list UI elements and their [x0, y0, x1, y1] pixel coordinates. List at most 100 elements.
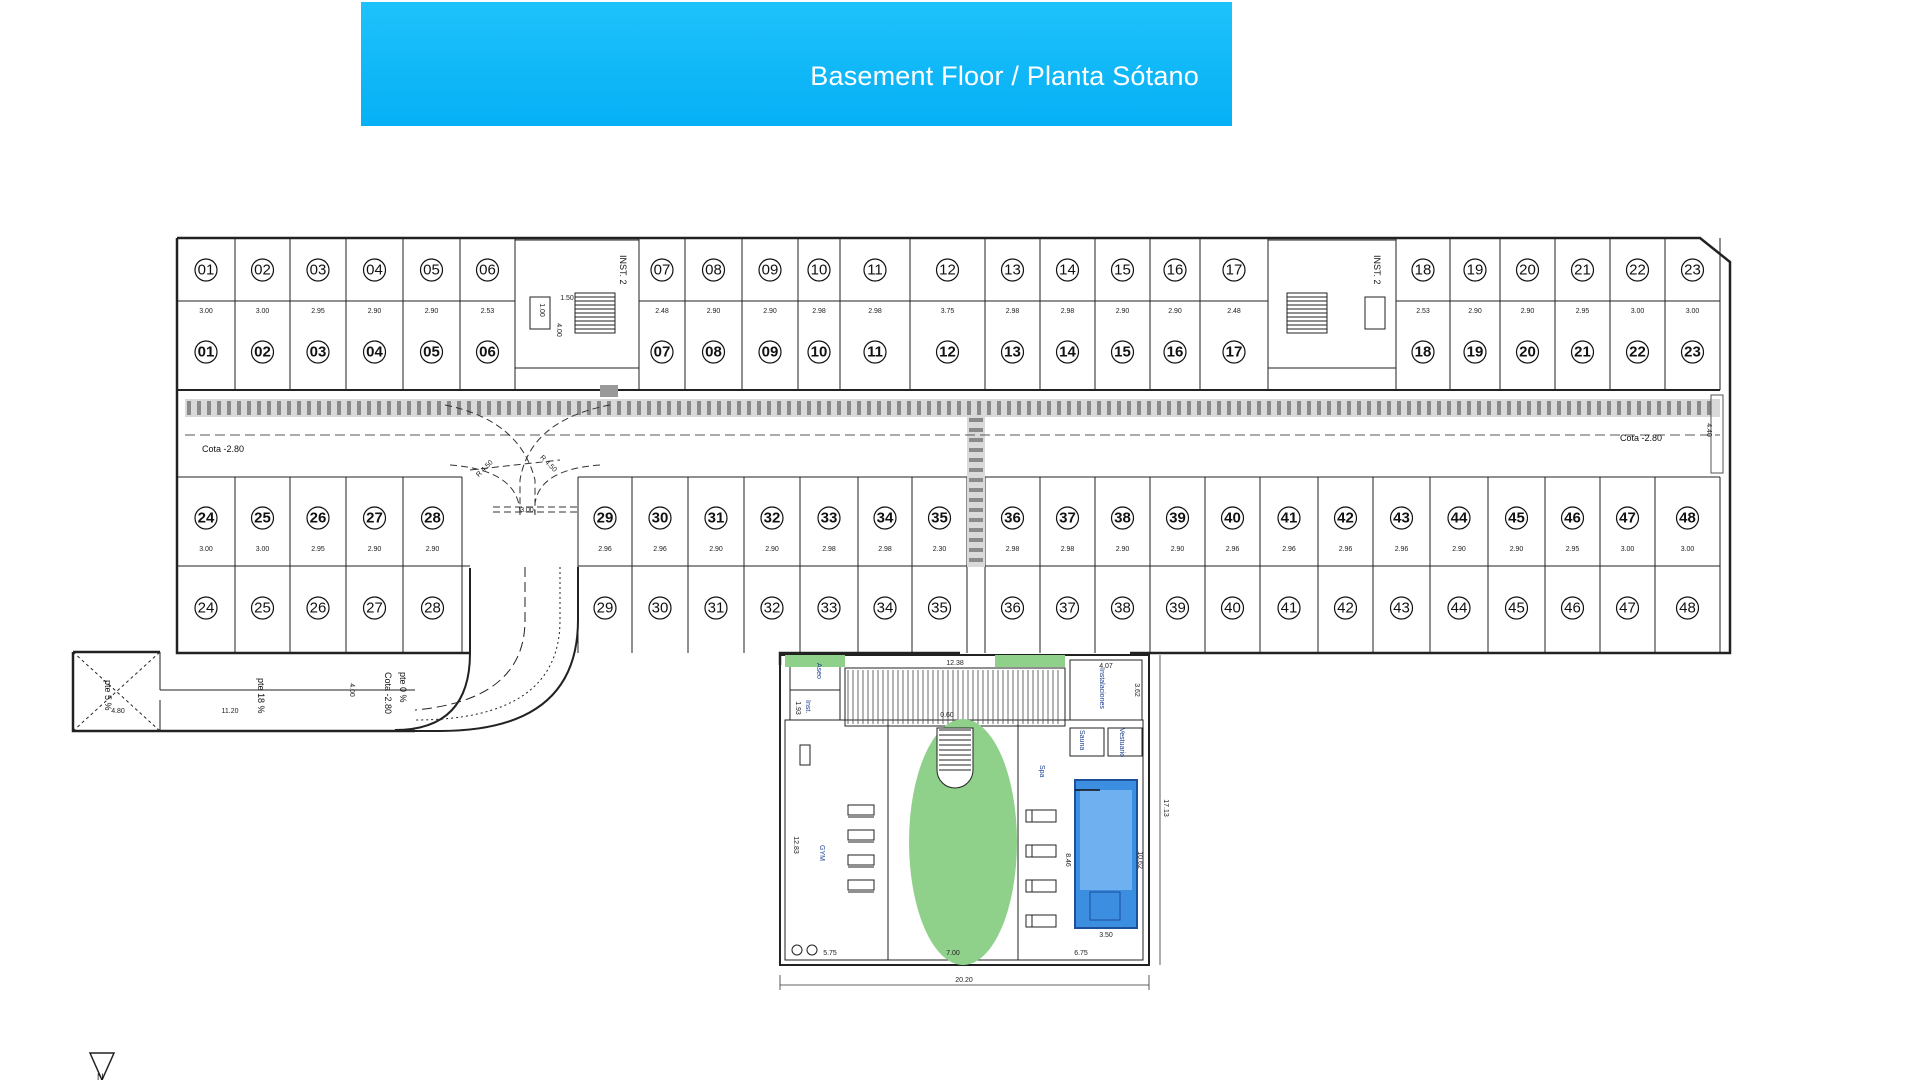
storage-number-34: 34 [873, 596, 897, 620]
top-width-05: 2.90 [425, 308, 439, 315]
svg-text:17: 17 [1226, 344, 1243, 361]
top-width-08: 2.90 [707, 308, 721, 315]
svg-text:26: 26 [310, 510, 327, 527]
svg-text:01: 01 [198, 344, 215, 361]
svg-text:43: 43 [1393, 510, 1410, 527]
svg-text:40: 40 [1224, 510, 1241, 527]
storage-number-21: 21 [1570, 258, 1595, 282]
storage-number-11: 11 [863, 258, 887, 282]
svg-text:20: 20 [1519, 344, 1536, 361]
cota-right: Cota -2.80 [1620, 433, 1662, 443]
storage-number-04: 04 [362, 340, 387, 364]
garden-strip-left [785, 655, 845, 667]
svg-text:36: 36 [1004, 600, 1021, 617]
storage-number-09: 09 [758, 258, 782, 282]
svg-text:28: 28 [424, 510, 441, 527]
storage-number-22: 22 [1625, 340, 1650, 364]
storage-number-33: 33 [817, 596, 841, 620]
storage-number-16: 16 [1163, 340, 1187, 364]
storage-number-48: 48 [1675, 506, 1700, 530]
svg-text:17: 17 [1226, 262, 1243, 279]
storage-number-36: 36 [1000, 596, 1025, 620]
dim-amenity-width: 20.20 [955, 977, 973, 984]
storage-number-38: 38 [1110, 506, 1135, 530]
top-width-15: 2.90 [1116, 308, 1130, 315]
svg-text:08: 08 [705, 344, 722, 361]
svg-text:29: 29 [597, 600, 614, 617]
svg-text:45: 45 [1508, 510, 1525, 527]
storage-number-07: 07 [650, 340, 674, 364]
svg-text:15: 15 [1114, 262, 1131, 279]
storage-number-28: 28 [420, 596, 445, 620]
storage-number-19: 19 [1463, 258, 1487, 282]
svg-text:31: 31 [708, 510, 725, 527]
top-width-13: 2.98 [1006, 308, 1020, 315]
top-width-17: 2.48 [1227, 308, 1241, 315]
svg-text:42: 42 [1337, 600, 1354, 617]
svg-text:05: 05 [423, 262, 440, 279]
dim-inst-depth: 3.62 [1133, 683, 1140, 697]
svg-text:03: 03 [310, 344, 327, 361]
svg-text:23: 23 [1684, 344, 1701, 361]
svg-text:06: 06 [479, 262, 496, 279]
dim-aisle-right: 4.40 [1705, 423, 1712, 437]
svg-text:48: 48 [1679, 600, 1696, 617]
storage-number-11: 11 [863, 340, 887, 364]
svg-text:41: 41 [1281, 510, 1298, 527]
cota-ramp: Cota -2.80 [383, 672, 393, 714]
svg-text:32: 32 [764, 600, 781, 617]
svg-text:13: 13 [1004, 344, 1021, 361]
storage-number-28: 28 [420, 506, 445, 530]
storage-number-47: 47 [1615, 596, 1640, 620]
bottom-width-46: 2.95 [1566, 546, 1580, 553]
dim-stair-d: 4.00 [555, 323, 562, 337]
svg-text:09: 09 [762, 344, 779, 361]
svg-text:12: 12 [939, 344, 956, 361]
svg-text:31: 31 [708, 600, 725, 617]
svg-text:01: 01 [198, 262, 215, 279]
svg-text:25: 25 [254, 510, 271, 527]
storage-number-27: 27 [362, 506, 387, 530]
storage-number-02: 02 [250, 340, 275, 364]
storage-number-12: 12 [935, 340, 960, 364]
storage-number-25: 25 [250, 506, 275, 530]
svg-text:14: 14 [1059, 262, 1076, 279]
gym-circles [791, 744, 818, 956]
svg-text:04: 04 [366, 344, 383, 361]
storage-number-43: 43 [1389, 506, 1414, 530]
ramp-slope-2: pte 18 % [256, 678, 266, 714]
bottom-width-36: 2.98 [1006, 546, 1020, 553]
top-width-23: 3.00 [1686, 308, 1700, 315]
bottom-width-45: 2.90 [1510, 546, 1524, 553]
top-width-20: 2.90 [1521, 308, 1535, 315]
storage-number-25: 25 [250, 596, 275, 620]
storage-number-08: 08 [701, 340, 726, 364]
svg-text:12: 12 [939, 262, 956, 279]
bottom-width-33: 2.98 [822, 546, 836, 553]
svg-text:22: 22 [1629, 262, 1646, 279]
inst-label: Inst. [804, 700, 811, 713]
storage-number-20: 20 [1515, 340, 1540, 364]
storage-number-03: 03 [306, 340, 330, 364]
storage-number-45: 45 [1504, 506, 1529, 530]
storage-number-39: 39 [1165, 596, 1190, 620]
bottom-width-44: 2.90 [1452, 546, 1466, 553]
svg-text:34: 34 [877, 510, 894, 527]
svg-text:06: 06 [479, 344, 496, 361]
storage-number-31: 31 [704, 596, 728, 620]
svg-text:10: 10 [811, 344, 828, 361]
storage-number-39: 39 [1165, 506, 1190, 530]
storage-number-37: 37 [1055, 596, 1080, 620]
storage-number-46: 46 [1560, 506, 1585, 530]
svg-text:16: 16 [1167, 262, 1184, 279]
storage-number-35: 35 [927, 596, 952, 620]
svg-text:22: 22 [1629, 344, 1646, 361]
storage-number-14: 14 [1055, 340, 1080, 364]
plan-labels: Cota -2.80 Cota -2.80 INST. 2 INST. 2 pt… [103, 255, 1662, 861]
dim-pool-width: 3.50 [1099, 932, 1113, 939]
bottom-width-39: 2.90 [1171, 546, 1185, 553]
dim-turn-w: 3.00 [520, 507, 534, 514]
top-width-03: 2.95 [311, 308, 325, 315]
svg-text:24: 24 [198, 510, 215, 527]
